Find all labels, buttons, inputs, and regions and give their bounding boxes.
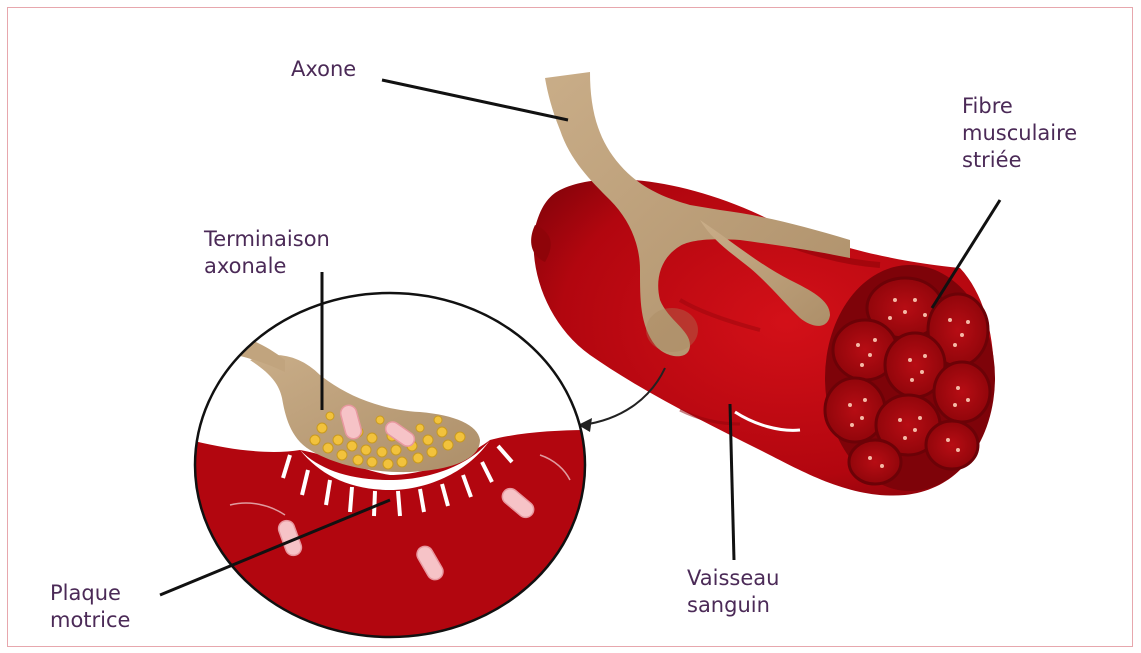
label-plaque-motrice: Plaque motrice [50,580,130,634]
leader-axone [382,80,568,120]
label-fibre-musculaire-striee: Fibre musculaire striée [962,93,1077,174]
zoom-circle [190,290,590,640]
label-axone: Axone [291,56,356,83]
label-terminaison-axonale: Terminaison axonale [204,226,330,280]
label-vaisseau-sanguin: Vaisseau sanguin [687,565,779,619]
muscle-cross-section [825,265,995,491]
